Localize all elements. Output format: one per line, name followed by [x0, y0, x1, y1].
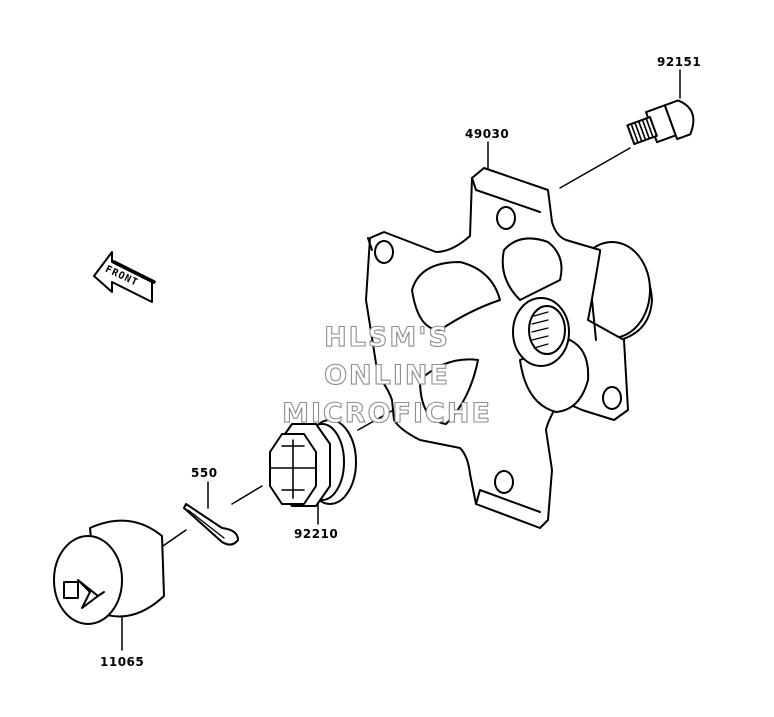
cotter-pin-icon: [183, 503, 239, 546]
part-label-cotter-pin[interactable]: 550: [191, 466, 218, 480]
part-label-nut[interactable]: 92210: [294, 527, 339, 541]
castle-nut-icon: [269, 419, 357, 507]
hub-cap-icon: [53, 519, 165, 625]
part-label-bolt[interactable]: 92151: [657, 55, 702, 69]
part-label-cap[interactable]: 11065: [100, 655, 145, 669]
hub-icon: [365, 167, 653, 529]
bolt-icon: [626, 99, 695, 146]
part-label-hub[interactable]: 49030: [465, 127, 510, 141]
front-arrow-icon: [93, 251, 156, 303]
